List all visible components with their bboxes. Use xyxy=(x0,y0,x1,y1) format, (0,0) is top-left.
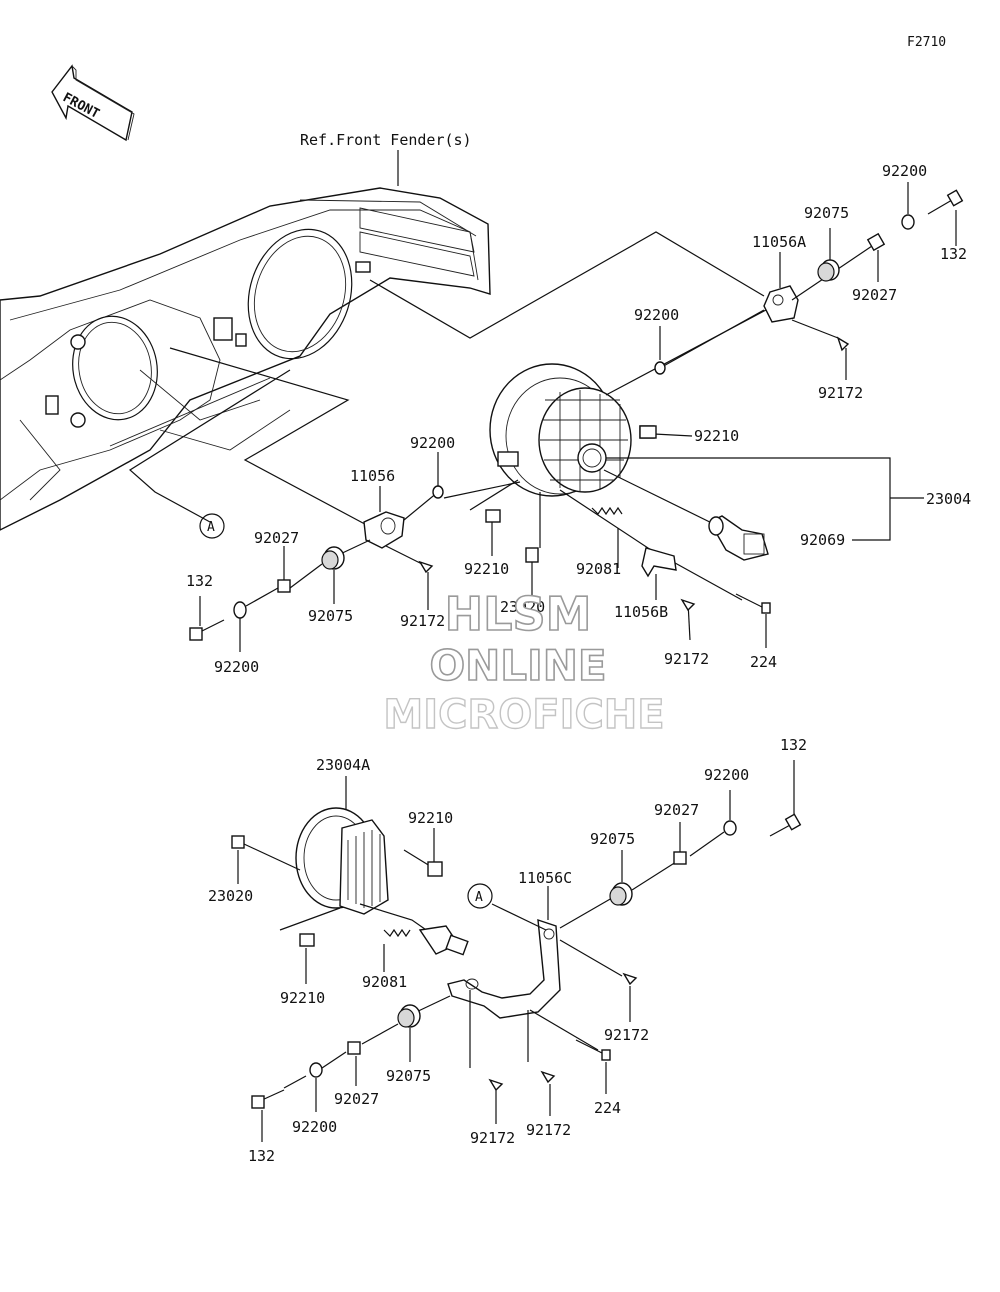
bracket-11056c xyxy=(447,918,561,1019)
collar-92027-lower-left xyxy=(347,1041,361,1055)
label-224: 224 xyxy=(594,1099,621,1117)
label-92172-top: 92172 xyxy=(818,384,863,402)
bolt-132-lower-left xyxy=(251,1089,285,1109)
figure-code: F2710 xyxy=(907,35,946,50)
label-92172-right: 92172 xyxy=(604,1026,649,1044)
label-23004a: 23004A xyxy=(316,756,370,774)
bulb-92069 xyxy=(708,515,769,561)
label-92172-left: 92172 xyxy=(400,612,445,630)
collar-92027-top xyxy=(866,232,886,252)
bracket-11056b xyxy=(641,547,677,578)
nut-23020 xyxy=(231,835,245,849)
headlight-assembly xyxy=(489,363,655,497)
label-11056: 11056 xyxy=(350,467,395,485)
label-92075-lower-left: 92075 xyxy=(386,1067,431,1085)
label-92172-mid: 92172 xyxy=(664,650,709,668)
bracket-11056 xyxy=(363,511,405,549)
washer-92200-lower-left xyxy=(309,1062,323,1078)
bracket-11056a xyxy=(763,285,799,323)
label-92027-right: 92027 xyxy=(654,801,699,819)
callout-a-upper-label: A xyxy=(207,520,215,535)
label-92200-left: 92200 xyxy=(410,434,455,452)
collar-92027-left xyxy=(277,579,291,593)
clip-92210-bot xyxy=(299,933,315,947)
screw-92172-right xyxy=(622,972,638,986)
label-92200-mid: 92200 xyxy=(634,306,679,324)
label-92075-right: 92075 xyxy=(590,830,635,848)
clip-92210-right xyxy=(639,425,657,439)
bolt-132-left xyxy=(189,619,225,641)
bolt-224-mid xyxy=(735,593,771,614)
label-92210-mid: 92210 xyxy=(464,560,509,578)
washer-92200-right xyxy=(723,820,737,836)
label-92210-top: 92210 xyxy=(408,809,453,827)
label-92200-lower-left: 92200 xyxy=(292,1118,337,1136)
callout-a-upper xyxy=(199,513,225,539)
screw-92172-top xyxy=(836,336,850,352)
label-11056b: 11056B xyxy=(614,603,668,621)
label-92081-mid: 92081 xyxy=(576,560,621,578)
label-92075-left: 92075 xyxy=(308,607,353,625)
label-92027-left: 92027 xyxy=(254,529,299,547)
label-132-lower-left: 132 xyxy=(248,1147,275,1165)
watermark-line1: HLSM xyxy=(445,587,592,641)
label-92081: 92081 xyxy=(362,973,407,991)
washer-92200-mid xyxy=(654,361,666,375)
screw-92172-left xyxy=(418,560,434,574)
callout-a-lower-label: A xyxy=(475,890,483,905)
watermark: HLSM ONLINE MICROFICHE xyxy=(383,586,666,739)
led-headlight-23004a xyxy=(295,807,469,956)
label-132-right: 132 xyxy=(780,736,807,754)
label-224-mid: 224 xyxy=(750,653,777,671)
label-92200-top: 92200 xyxy=(882,162,927,180)
bolt-224 xyxy=(575,1039,611,1061)
callout-a-lower xyxy=(467,883,493,909)
screw-92172-b1 xyxy=(488,1078,504,1092)
grommet-92075-lower-left xyxy=(397,1004,421,1028)
label-92172-b2: 92172 xyxy=(526,1121,571,1139)
collar-92027-right xyxy=(673,851,687,865)
washer-92200-bottom xyxy=(233,601,247,619)
screw-92172-b2 xyxy=(540,1070,556,1084)
label-11056a: 11056A xyxy=(752,233,806,251)
washer-92200-left xyxy=(432,485,444,499)
label-132-left: 132 xyxy=(186,572,213,590)
watermark-line2: ONLINE xyxy=(429,641,606,690)
clip-92210-top xyxy=(427,861,443,877)
clip-92210-mid xyxy=(485,509,501,523)
label-92200-right: 92200 xyxy=(704,766,749,784)
front-fender-outline xyxy=(0,187,491,531)
grommet-92075-top xyxy=(817,259,840,282)
spring-92081 xyxy=(383,928,411,938)
nut-23020-mid xyxy=(525,547,539,563)
washer-92200-top xyxy=(901,214,915,230)
label-23020: 23020 xyxy=(208,887,253,905)
ref-front-fender-label: Ref.Front Fender(s) xyxy=(300,131,472,149)
spring-92081-mid xyxy=(591,506,623,516)
label-92027-lower-left: 92027 xyxy=(334,1090,379,1108)
bolt-132-right xyxy=(769,813,802,837)
label-23020-mid: 23020 xyxy=(500,598,545,616)
label-92069: 92069 xyxy=(800,531,845,549)
bolt-132-top xyxy=(927,189,964,215)
label-92075-top: 92075 xyxy=(804,204,849,222)
screw-92172-mid xyxy=(680,598,696,612)
grommet-92075-right xyxy=(609,882,633,906)
connector-23004a xyxy=(418,925,469,956)
label-23004: 23004 xyxy=(926,490,971,508)
front-arrow-icon: FRONT xyxy=(51,64,135,142)
watermark-line3: MICROFICHE xyxy=(383,692,664,738)
label-92027-top: 92027 xyxy=(852,286,897,304)
label-11056c: 11056C xyxy=(518,869,572,887)
label-132-top: 132 xyxy=(940,245,967,263)
label-92172-b1: 92172 xyxy=(470,1129,515,1147)
label-92210-bot: 92210 xyxy=(280,989,325,1007)
label-92210-right: 92210 xyxy=(694,427,739,445)
label-92200-bottom: 92200 xyxy=(214,658,259,676)
grommet-92075-left xyxy=(321,546,345,570)
